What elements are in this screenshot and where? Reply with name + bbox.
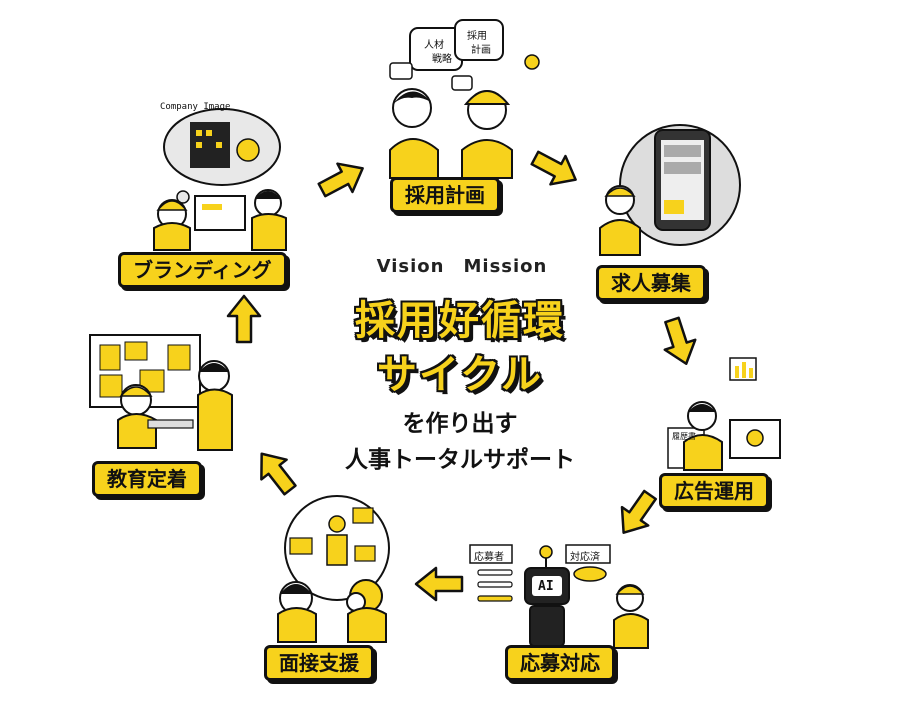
step-job-posting: 求人募集 <box>596 265 706 301</box>
step-recruitment-planning: 採用計画 <box>390 177 500 213</box>
resume-caption: 履歴書 <box>672 432 696 441</box>
arrow-planning-to-posting <box>526 142 585 195</box>
applicant-response-illustration <box>469 544 649 649</box>
training-illustration <box>89 334 233 451</box>
robot-ai-screen: AI <box>538 579 554 594</box>
subtitle-line-2: 人事トータルサポート <box>345 447 575 473</box>
vision-mission-heading: Vision Mission <box>376 256 548 277</box>
arrow-response-to-interview <box>414 566 464 602</box>
bubble-hr-strategy-line1: 人材 <box>424 40 444 51</box>
company-image-caption: Company Image <box>160 102 231 112</box>
arrow-posting-to-ads <box>655 313 703 370</box>
arrow-interview-to-training <box>247 442 304 502</box>
step-training-retention: 教育定着 <box>92 461 202 497</box>
bubble-recruit-plan-line1: 採用 <box>467 31 487 42</box>
bubble-hr-strategy-line2: 戦略 <box>432 54 452 65</box>
subtitle-line-1: を作り出す <box>402 411 518 437</box>
interview-support-illustration <box>277 495 390 643</box>
planning-illustration <box>389 19 540 179</box>
job-posting-illustration <box>599 124 741 256</box>
step-branding: ブランディング <box>118 252 287 288</box>
arrow-training-to-branding <box>226 294 262 344</box>
branding-illustration <box>153 108 287 251</box>
handled-tag: 対応済 <box>570 552 600 563</box>
title-line-1: 採用好循環 <box>355 298 565 344</box>
step-interview-support: 面接支援 <box>264 645 374 681</box>
step-applicant-response: 応募対応 <box>505 645 615 681</box>
bubble-recruit-plan-line2: 計画 <box>471 45 491 56</box>
applicants-tag: 応募者 <box>474 552 504 563</box>
ad-operation-illustration <box>667 357 781 471</box>
title-line-2: サイクル <box>377 352 543 398</box>
arrow-branding-to-planning <box>313 153 372 206</box>
step-ad-operation: 広告運用 <box>659 473 769 509</box>
arrow-ads-to-response <box>609 484 665 544</box>
